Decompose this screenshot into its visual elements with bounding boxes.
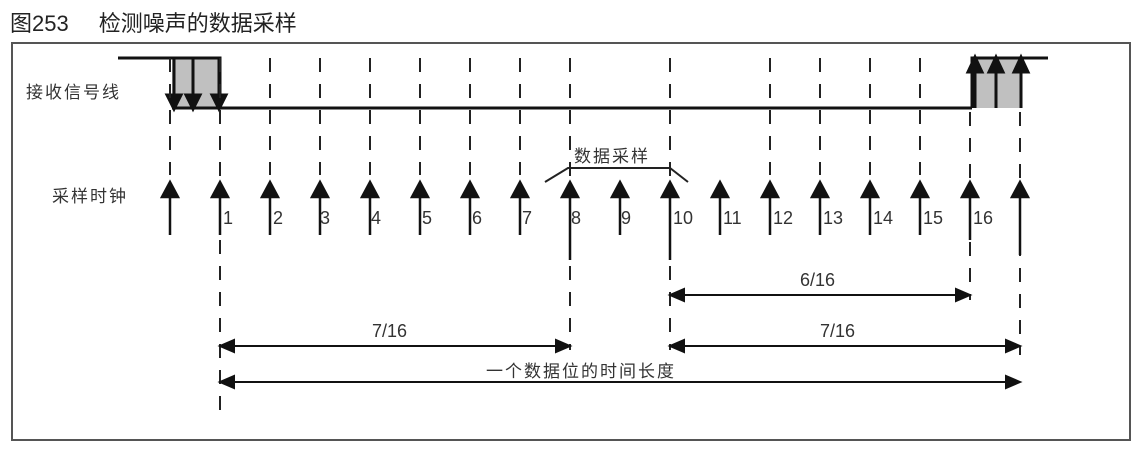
sample-gridlines	[169, 58, 1021, 420]
data-sampling-bracket	[544, 167, 689, 183]
figure-title: 图253 检测噪声的数据采样	[10, 6, 297, 38]
clock-tick-14: 14	[873, 208, 894, 228]
clock-tick-2: 2	[273, 208, 284, 228]
measure-right-7-16: 7/16	[820, 321, 856, 341]
sample-clock-arrows	[159, 179, 1031, 260]
figure-number: 图253	[10, 11, 69, 36]
clock-tick-10: 10	[673, 208, 694, 228]
clock-tick-9: 9	[621, 208, 632, 228]
clock-tick-3: 3	[320, 208, 331, 228]
clock-tick-15: 15	[923, 208, 944, 228]
clock-tick-6: 6	[472, 208, 483, 228]
measure-left-7-16: 7/16	[372, 321, 408, 341]
diagram-border	[11, 42, 1131, 441]
rising-edge-arrows	[965, 53, 1031, 108]
rx-line-label: 接收信号线	[26, 83, 121, 103]
clock-tick-4: 4	[371, 208, 382, 228]
dimension-arrows	[217, 287, 1023, 390]
clock-tick-12: 12	[773, 208, 794, 228]
clock-tick-5: 5	[422, 208, 433, 228]
clock-tick-16: 16	[973, 208, 994, 228]
figure-caption: 检测噪声的数据采样	[98, 12, 297, 37]
clock-tick-8: 8	[571, 208, 582, 228]
clock-tick-11: 11	[723, 208, 742, 228]
measure-6-16: 6/16	[800, 270, 836, 290]
clock-tick-13: 13	[823, 208, 844, 228]
data-sampling-label: 数据采样	[574, 147, 650, 167]
bit-duration-label: 一个数据位的时间长度	[486, 362, 676, 382]
clock-tick-1: 1	[223, 208, 234, 228]
sample-clock-label: 采样时钟	[52, 187, 128, 207]
clock-tick-7: 7	[522, 208, 533, 228]
